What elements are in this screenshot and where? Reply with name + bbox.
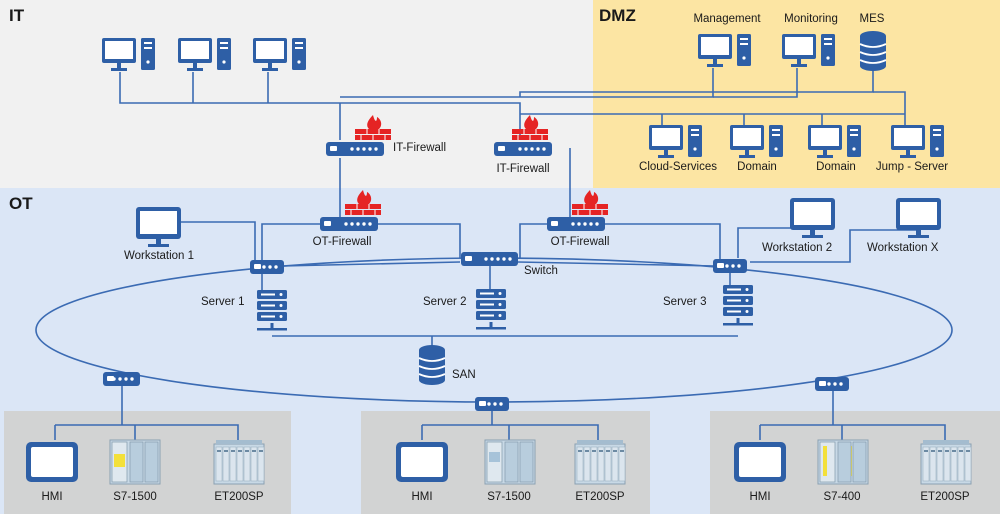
dmz-bus-link bbox=[519, 91, 797, 97]
zone-it-area bbox=[0, 0, 593, 188]
dmz-monitoring-computer bbox=[782, 34, 835, 67]
dmz-jump-server-label: Jump - Server bbox=[875, 161, 949, 173]
cell-right-plc-label: S7-400 bbox=[823, 491, 861, 503]
dmz-domain-computer-2 bbox=[808, 125, 861, 158]
cell-right-bus bbox=[760, 424, 946, 440]
cell-right-hmi-icon bbox=[734, 442, 786, 482]
workstation-1-icon bbox=[136, 207, 181, 247]
main-switch bbox=[461, 252, 518, 266]
workstation-x-label: Workstation X bbox=[867, 242, 939, 254]
workstation-2-label: Workstation 2 bbox=[762, 242, 833, 254]
server-2-label: Server 2 bbox=[423, 296, 467, 308]
cell-middle-bus bbox=[422, 424, 599, 440]
otfw1-switch-link bbox=[360, 223, 461, 258]
ot-firewall-1-icon bbox=[345, 190, 381, 215]
sw1-switch bbox=[281, 261, 461, 267]
cell-right-hmi-label: HMI bbox=[749, 491, 771, 503]
dmz-monitoring-label: Monitoring bbox=[784, 13, 838, 25]
dmz-monitoring-link bbox=[713, 68, 798, 98]
cell-right-io-icon bbox=[920, 440, 972, 485]
it-computer-3 bbox=[253, 38, 306, 71]
it-firewall-1-box bbox=[326, 142, 384, 156]
dmz-management-label: Management bbox=[693, 13, 761, 25]
san-database bbox=[418, 345, 446, 385]
ot-firewall-label-2: OT-Firewall bbox=[550, 236, 610, 248]
zone-dmz-title: DMZ bbox=[599, 6, 636, 25]
workstation-x-icon bbox=[896, 198, 941, 238]
cell-left-plc-label: S7-1500 bbox=[113, 491, 157, 503]
dmz-domain-computer-1 bbox=[730, 125, 783, 158]
ws2-link bbox=[737, 227, 812, 258]
cell-middle-plc-label: S7-1500 bbox=[487, 491, 531, 503]
cell-left-hmi-icon bbox=[26, 442, 78, 482]
cell-middle-plc-icon bbox=[484, 439, 536, 485]
it-firewall-1-icon bbox=[355, 115, 391, 140]
zone-it-title: IT bbox=[9, 6, 25, 25]
wsx-link bbox=[750, 229, 918, 263]
server-3-switch bbox=[713, 259, 747, 273]
ring-switch-left bbox=[103, 372, 140, 386]
switch-sw3 bbox=[517, 261, 717, 267]
cell-left-hmi-label: HMI bbox=[41, 491, 63, 503]
switch-label: Switch bbox=[524, 265, 558, 277]
dmz-jump-up bbox=[873, 91, 906, 114]
server-3-icon bbox=[723, 285, 753, 326]
it-computer-2 bbox=[178, 38, 231, 71]
otfw2-server3-link bbox=[600, 223, 721, 262]
ot-firewall-2-box bbox=[547, 217, 605, 231]
it-computer-1 bbox=[102, 38, 155, 71]
cell-middle-hmi-icon bbox=[396, 442, 448, 482]
dmz-mes-label: MES bbox=[859, 13, 885, 25]
cell-right-plc-icon bbox=[817, 439, 869, 485]
it-bus-link bbox=[119, 72, 340, 104]
dmz-management-computer bbox=[698, 34, 751, 67]
cell-left-bus bbox=[55, 424, 239, 440]
ot-firewall-label-1: OT-Firewall bbox=[312, 236, 372, 248]
it-firewall-label-1: IT-Firewall bbox=[393, 142, 447, 154]
it-firewall-label-2: IT-Firewall bbox=[496, 163, 550, 175]
dmz-domain-label-2: Domain bbox=[816, 161, 856, 173]
ring-switch-right bbox=[815, 377, 849, 391]
cell-left-io-icon bbox=[213, 440, 265, 485]
dmz-cloud-services-label: Cloud-Services bbox=[639, 161, 717, 173]
zone-ot-title: OT bbox=[9, 194, 33, 213]
cell-middle-io-label: ET200SP bbox=[575, 491, 625, 503]
ot-firewall-2-icon bbox=[572, 190, 608, 215]
dmz-domain-label-1: Domain bbox=[737, 161, 777, 173]
cell-right-io-label: ET200SP bbox=[920, 491, 970, 503]
server-2-icon bbox=[476, 289, 506, 330]
it-fw2-link bbox=[340, 102, 521, 140]
dmz-cloud-services-computer bbox=[649, 125, 702, 158]
san-label: SAN bbox=[452, 369, 476, 381]
dmz-mes-database bbox=[859, 31, 887, 71]
server-3-label: Server 3 bbox=[663, 296, 707, 308]
dmz-jump-server-computer bbox=[891, 125, 944, 158]
workstation-1-label: Workstation 1 bbox=[123, 250, 195, 262]
ws1-link bbox=[160, 221, 256, 266]
server-1-label: Server 1 bbox=[201, 296, 245, 308]
workstation-2-icon bbox=[790, 198, 835, 238]
server-1-icon bbox=[257, 290, 287, 331]
server-1-switch bbox=[250, 260, 284, 274]
cell-middle-io-icon bbox=[574, 440, 626, 485]
ot-firewall-1-box bbox=[320, 217, 378, 231]
it-firewall-2-box bbox=[494, 142, 552, 156]
cell-left-plc-icon bbox=[109, 439, 161, 485]
otfw1-server1-link bbox=[261, 223, 340, 266]
it-firewall-2-icon bbox=[512, 115, 548, 140]
cell-left-io-label: ET200SP bbox=[214, 491, 264, 503]
cell-middle-hmi-label: HMI bbox=[411, 491, 433, 503]
ring-switch-middle bbox=[475, 397, 509, 411]
